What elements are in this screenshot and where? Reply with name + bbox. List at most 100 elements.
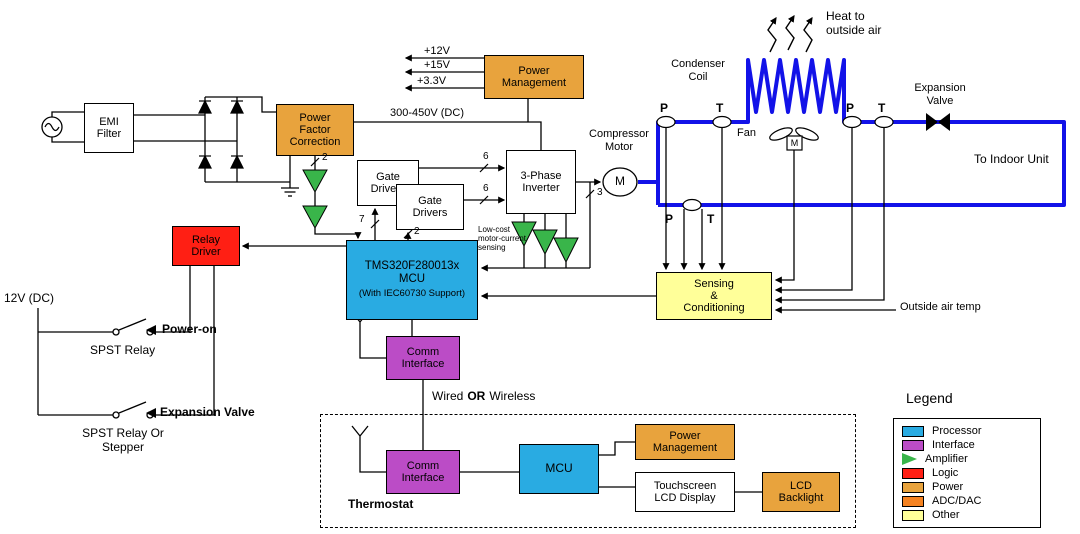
legend-item-interface: Interface xyxy=(902,439,1032,451)
current-sense-note: Low-cost motor-current sensing xyxy=(478,225,527,252)
logic-swatch xyxy=(902,467,924,479)
bus-width-3: 3 xyxy=(597,187,603,198)
legend-item-other: Other xyxy=(902,509,1032,521)
other-swatch xyxy=(902,509,924,521)
sensor-ovals xyxy=(656,115,894,212)
wiring xyxy=(37,54,896,493)
sensing-label: Sensing & Conditioning xyxy=(683,277,745,315)
lcd-backlight-box: LCD Backlight xyxy=(762,472,840,512)
compressor-motor-m: M xyxy=(615,174,625,188)
antenna-icon xyxy=(351,425,386,473)
pfc-label: Power Factor Correction xyxy=(289,111,341,149)
refrigerant-pipe xyxy=(638,58,1066,207)
pressure-label: P xyxy=(665,212,674,226)
rail-15v-label: +15V xyxy=(424,59,450,71)
thermostat-mcu-label: MCU xyxy=(545,461,573,476)
thermostat-power-management-label: Power Management xyxy=(652,429,718,454)
power-management-box: Power Management xyxy=(484,55,584,99)
heat-arrows-icon xyxy=(767,15,813,53)
legend-item-adc-dac: ADC/DAC xyxy=(902,495,1032,507)
compressor-motor-icon xyxy=(602,167,638,197)
fan-icon xyxy=(769,127,819,151)
emi-filter-label: EMI Filter xyxy=(96,115,122,140)
pfc-box: Power Factor Correction xyxy=(276,104,354,156)
dc-bus-label: 300-450V (DC) xyxy=(390,107,464,119)
comm-interface-label: Comm Interface xyxy=(401,459,445,484)
temp-label: T xyxy=(878,101,886,115)
amplifier-icon xyxy=(302,169,328,194)
power-on-label: Power-on xyxy=(162,322,217,336)
thermostat-power-management-box: Power Management xyxy=(635,424,735,460)
mcu-box: TMS320F280013x MCU (With IEC60730 Suppor… xyxy=(346,240,478,320)
rail-12v-label: +12V xyxy=(424,45,450,57)
temp-label: T xyxy=(716,101,724,115)
heat-out-label: Heat to outside air xyxy=(826,9,882,37)
power-swatch xyxy=(902,481,924,493)
comm-interface-thermostat-box: Comm Interface xyxy=(386,450,460,494)
adc-dac-swatch xyxy=(902,495,924,507)
amplifier-icon xyxy=(553,237,579,264)
supply-12v-label: 12V (DC) xyxy=(4,291,55,305)
to-indoor-unit-label: To Indoor Unit xyxy=(974,152,1049,166)
bus-width-2: 2 xyxy=(322,152,328,163)
lcd-backlight-label: LCD Backlight xyxy=(778,479,824,504)
outside-air-temp-label: Outside air temp xyxy=(900,301,981,313)
lcd-display-label: Touchscreen LCD Display xyxy=(653,479,717,504)
amplifier-swatch-icon xyxy=(902,453,917,465)
amplifier-icon xyxy=(302,205,328,230)
gate-drivers-box-2: Gate Drivers xyxy=(396,184,464,230)
relay-driver-label: Relay Driver xyxy=(191,233,221,258)
spst-switches xyxy=(112,318,156,419)
bridge-rectifier-icon xyxy=(198,99,244,169)
comm-interface-label: Comm Interface xyxy=(401,345,445,370)
expansion-valve-relay-label: Expansion Valve xyxy=(160,405,255,419)
pressure-temp-sensor xyxy=(874,115,894,129)
fan-motor-m: M xyxy=(790,138,799,148)
condenser-coil-label: Condenser Coil xyxy=(671,58,725,83)
spst-or-stepper-label: SPST Relay Or Stepper xyxy=(82,426,164,454)
comm-interface-outdoor-box: Comm Interface xyxy=(386,336,460,380)
thermostat-mcu-box: MCU xyxy=(519,444,599,494)
amplifier-icons xyxy=(302,169,579,264)
legend-title: Legend xyxy=(906,390,953,406)
expansion-valve-icon xyxy=(926,113,950,131)
temp-label: T xyxy=(707,212,715,226)
interface-swatch xyxy=(902,439,924,451)
ac-source-icon xyxy=(41,116,63,138)
gate-drivers-label: Gate Drivers xyxy=(412,194,448,219)
amplifier-icon xyxy=(532,229,558,256)
legend-panel: Processor Interface Amplifier Logic Powe… xyxy=(893,418,1041,528)
expansion-valve-label: Expansion Valve xyxy=(914,82,966,107)
processor-swatch xyxy=(902,425,924,437)
mcu-name-label: TMS320F280013x MCU xyxy=(364,260,460,286)
legend-item-logic: Logic xyxy=(902,467,1032,479)
bus-width-6: 6 xyxy=(483,151,489,162)
pressure-temp-sensor xyxy=(656,115,676,129)
bus-width-2: 2 xyxy=(414,226,420,237)
inverter-label: 3-Phase Inverter xyxy=(520,169,562,194)
compressor-motor-label: Compressor Motor xyxy=(589,128,649,153)
lcd-display-box: Touchscreen LCD Display xyxy=(635,472,735,512)
pressure-temp-sensor xyxy=(712,115,732,129)
pressure-temp-sensor xyxy=(682,198,702,212)
sensing-conditioning-box: Sensing & Conditioning xyxy=(656,272,772,320)
relay-driver-box: Relay Driver xyxy=(172,226,240,266)
spst-relay-label: SPST Relay xyxy=(90,343,156,357)
legend-item-amplifier: Amplifier xyxy=(902,453,1032,465)
ground-icon xyxy=(281,182,299,197)
mcu-support-label: (With IEC60730 Support) xyxy=(358,288,466,300)
power-management-label: Power Management xyxy=(501,64,567,89)
rail-3v3-label: +3.3V xyxy=(417,75,447,87)
thermostat-label: Thermostat xyxy=(348,497,414,511)
legend-item-processor: Processor xyxy=(902,425,1032,437)
fan-label: Fan xyxy=(737,127,756,139)
three-phase-inverter-box: 3-Phase Inverter xyxy=(506,150,576,214)
legend-item-power: Power xyxy=(902,481,1032,493)
bus-width-marks xyxy=(310,157,595,239)
bus-width-7: 7 xyxy=(359,214,365,225)
pressure-temp-sensor xyxy=(842,115,862,129)
pressure-label: P xyxy=(846,101,855,115)
